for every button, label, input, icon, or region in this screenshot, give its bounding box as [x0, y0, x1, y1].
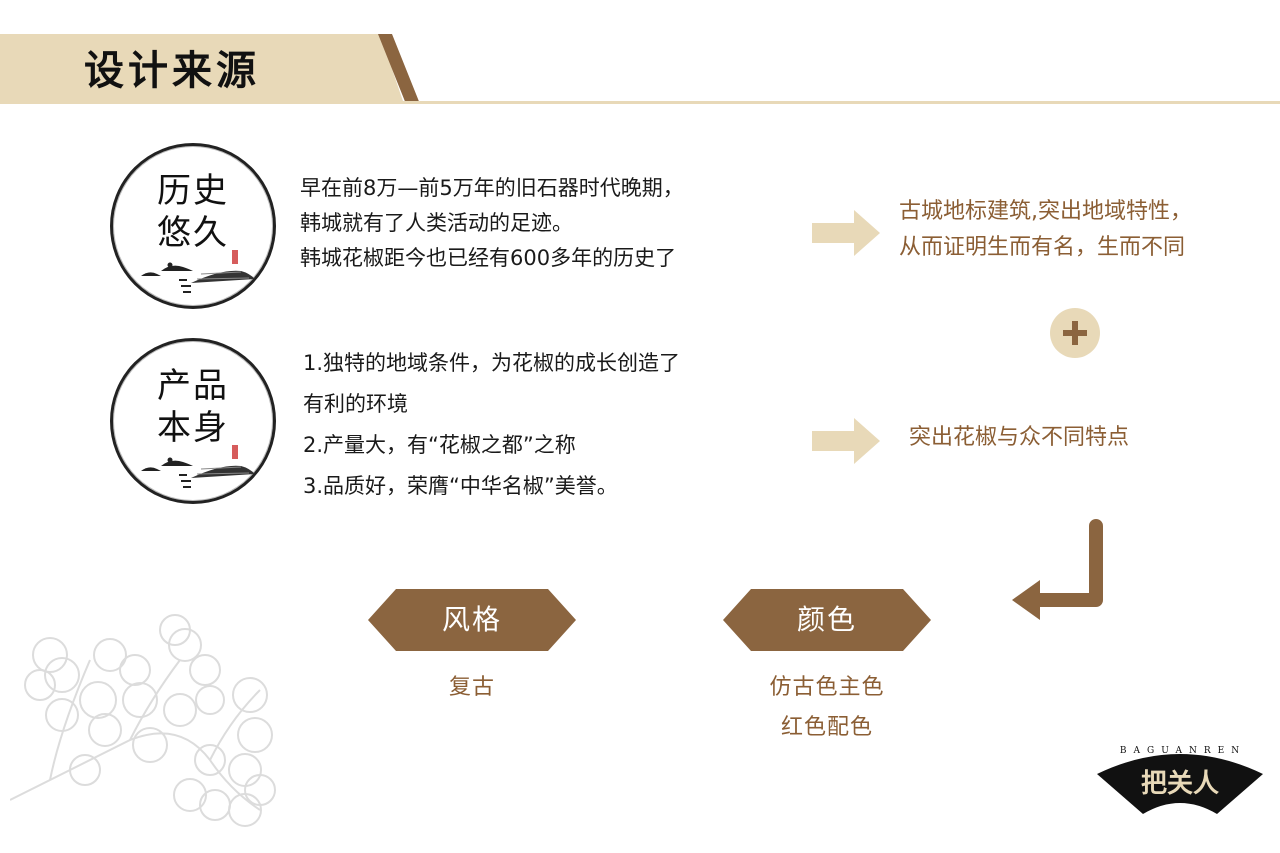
- color-value: 红色配色: [780, 715, 873, 740]
- history-badge-text: 历史 悠久: [113, 170, 273, 254]
- product-description: 1.独特的地域条件，为花椒的成长创造了 有利的环境 2.产量大，有“花椒之都”之…: [303, 343, 680, 507]
- badge-line-1: 历史: [157, 171, 229, 211]
- description-line: 韩城就有了人类活动的足迹。: [300, 211, 573, 235]
- result-line: 突出花椒与众不同特点: [909, 425, 1130, 450]
- color-value: 仿古色主色: [769, 675, 885, 700]
- description-line: 有利的环境: [303, 392, 408, 416]
- description-line: 早在前8万—前5万年的旧石器时代晚期，: [300, 176, 684, 200]
- description-line: 2.产量大，有“花椒之都”之称: [303, 433, 576, 457]
- result-line: 从而证明生而有名，生而不同: [899, 235, 1186, 260]
- description-line: 3.品质好，荣膺“中华名椒”美誉。: [303, 474, 618, 498]
- product-badge-text: 产品 本身: [113, 365, 273, 449]
- page-title: 设计来源: [84, 48, 260, 94]
- badge-line-1: 产品: [157, 366, 229, 406]
- description-line: 韩城花椒距今也已经有600多年的历史了: [300, 246, 677, 270]
- badge-line-2: 悠久: [157, 213, 229, 253]
- ink-landscape-icon: [141, 250, 255, 293]
- pepper-branch-sketch: [10, 614, 276, 827]
- style-values: 复古: [368, 668, 576, 708]
- right-arrow-icon: [812, 418, 880, 464]
- logo-pinyin: BAGUANREN: [1119, 746, 1247, 756]
- history-description: 早在前8万—前5万年的旧石器时代晚期， 韩城就有了人类活动的足迹。 韩城花椒距今…: [300, 171, 684, 276]
- hexagon-shape: [723, 589, 931, 651]
- svg-text:把关人: 把关人: [1141, 769, 1219, 799]
- plus-icon: [1050, 308, 1100, 358]
- result-line: 古城地标建筑,突出地域特性，: [899, 199, 1192, 224]
- fan-logo-shape: 把关人: [1097, 754, 1263, 814]
- product-badge: 产品 本身: [110, 338, 276, 504]
- hexagon-shape: [368, 589, 576, 651]
- badge-line-2: 本身: [157, 408, 229, 448]
- history-result: 古城地标建筑,突出地域特性， 从而证明生而有名，生而不同: [899, 194, 1192, 266]
- style-tag-label: 风格: [441, 603, 502, 636]
- color-tag: 颜色: [723, 589, 931, 651]
- description-line: 1.独特的地域条件，为花椒的成长创造了: [303, 351, 681, 375]
- header-divider: [400, 101, 1280, 104]
- history-badge: 历史 悠久: [110, 143, 276, 309]
- color-values: 仿古色主色 红色配色: [723, 668, 931, 748]
- color-tag-label: 颜色: [796, 603, 857, 636]
- return-arrow-icon: [1012, 519, 1103, 620]
- right-arrow-icon: [812, 210, 880, 256]
- header-band: [0, 34, 420, 104]
- brand-logo: 把关人 BAGUANREN: [1085, 740, 1275, 840]
- product-result: 突出花椒与众不同特点: [909, 420, 1129, 456]
- style-tag: 风格: [368, 589, 576, 651]
- ink-landscape-icon: [141, 445, 255, 488]
- style-value: 复古: [448, 675, 495, 700]
